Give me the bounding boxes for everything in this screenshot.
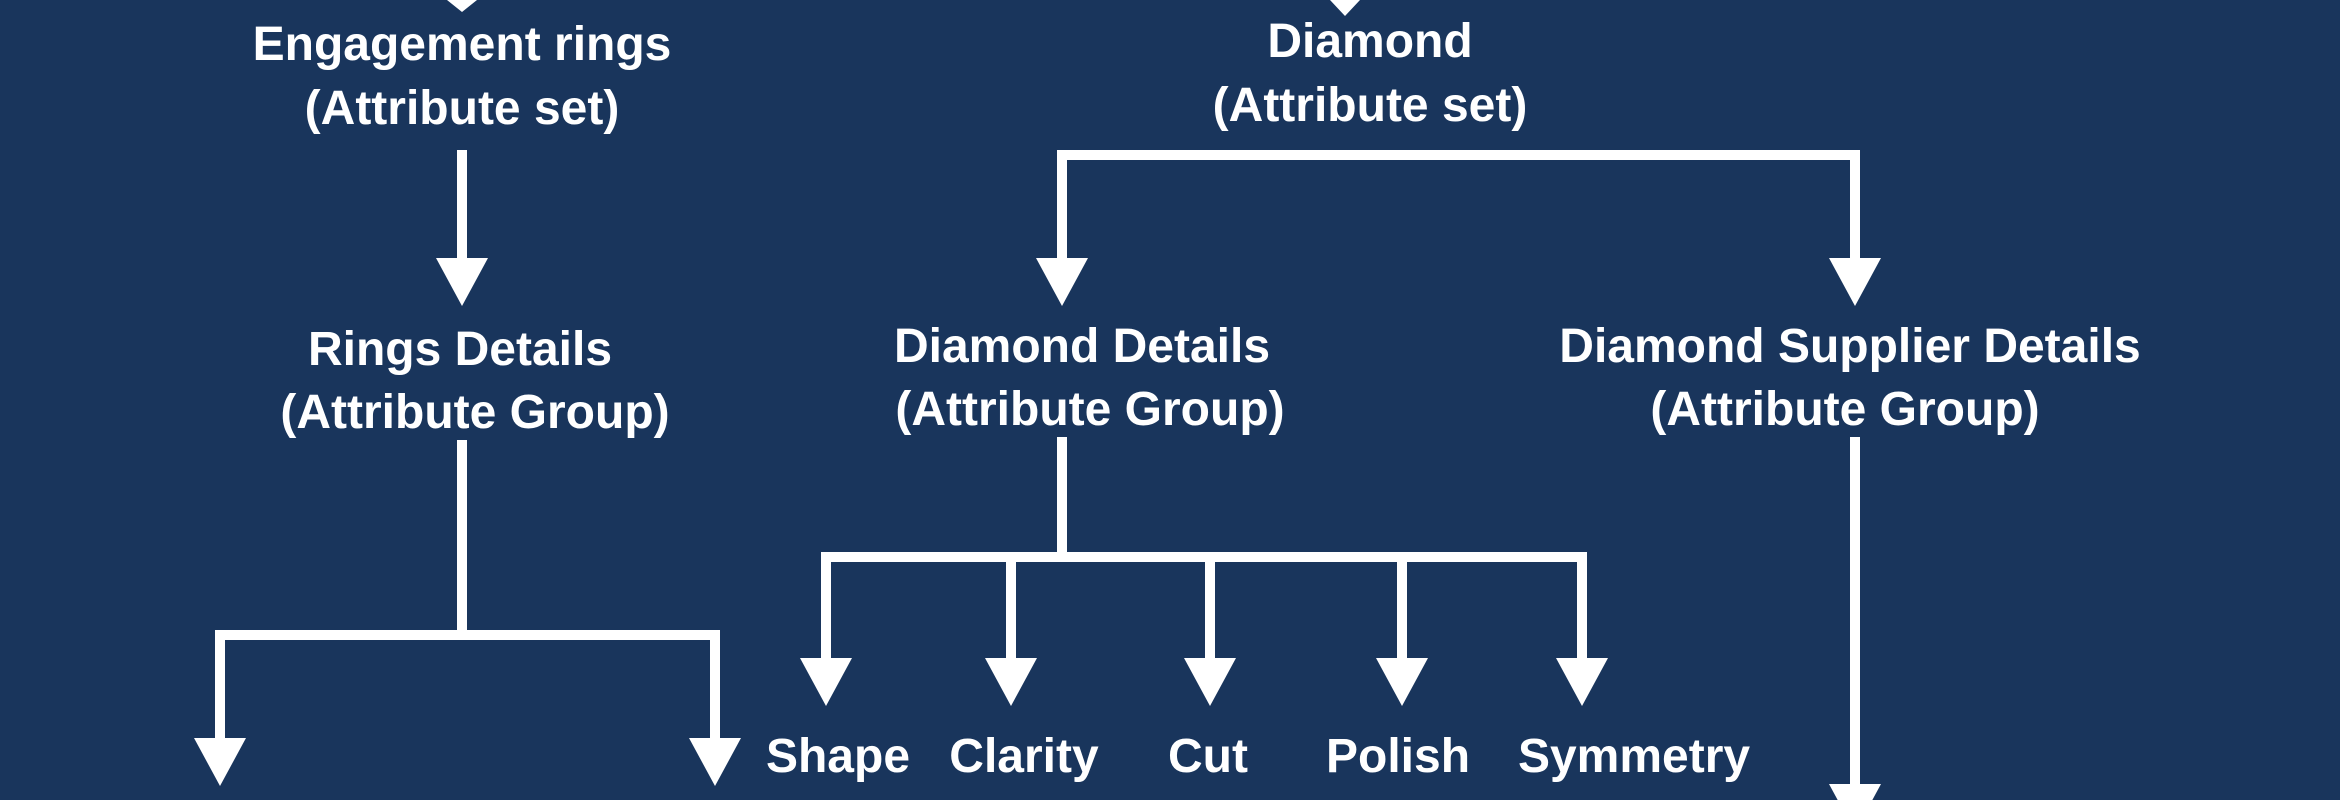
arrowhead-clarity xyxy=(985,658,1037,706)
arrowhead-polish xyxy=(1376,658,1428,706)
node-diamond-subtitle: (Attribute set) xyxy=(1213,79,1528,132)
node-engagement-rings: Engagement rings (Attribute set) xyxy=(253,18,672,135)
node-diamond-details-subtitle: (Attribute Group) xyxy=(895,383,1284,436)
node-engagement-rings-subtitle: (Attribute set) xyxy=(305,82,620,135)
node-diamond-supplier-details: Diamond Supplier Details (Attribute Grou… xyxy=(1559,320,2140,436)
arrowhead-diamond-supplier-details xyxy=(1829,258,1881,306)
node-diamond-supplier-details-subtitle: (Attribute Group) xyxy=(1650,383,2039,436)
arrowhead-engagement-rings xyxy=(447,0,477,12)
node-diamond-details: Diamond Details (Attribute Group) xyxy=(894,320,1285,436)
node-rings-details-title: Rings Details xyxy=(308,323,612,376)
arrowhead-diamond xyxy=(1330,0,1360,16)
attribute-symmetry: Symmetry xyxy=(1518,730,1750,783)
arrowhead-rings-child-left xyxy=(194,738,246,786)
attribute-shape: Shape xyxy=(766,730,910,783)
arrowhead-rings-details xyxy=(436,258,488,306)
connector-diamond-details-bus xyxy=(821,552,1587,667)
node-diamond: Diamond (Attribute set) xyxy=(1213,15,1528,132)
node-rings-details: Rings Details (Attribute Group) xyxy=(280,323,669,439)
node-diamond-supplier-details-title: Diamond Supplier Details xyxy=(1559,320,2140,373)
connectors xyxy=(194,0,1881,800)
attribute-leaves: Shape Clarity Cut Polish Symmetry xyxy=(766,730,1750,783)
arrowhead-supplier-child xyxy=(1829,784,1881,800)
arrowhead-shape xyxy=(800,658,852,706)
attribute-polish: Polish xyxy=(1326,730,1470,783)
arrowhead-cut xyxy=(1184,658,1236,706)
attribute-clarity: Clarity xyxy=(949,730,1099,783)
arrowhead-diamond-details xyxy=(1036,258,1088,306)
node-rings-details-subtitle: (Attribute Group) xyxy=(280,386,669,439)
attribute-cut: Cut xyxy=(1168,730,1248,783)
node-diamond-details-title: Diamond Details xyxy=(894,320,1270,373)
node-engagement-rings-title: Engagement rings xyxy=(253,18,672,71)
arrowhead-symmetry xyxy=(1556,658,1608,706)
connector-diamond-branch xyxy=(1057,150,1860,267)
arrowhead-rings-child-right xyxy=(689,738,741,786)
node-diamond-title: Diamond xyxy=(1267,15,1472,68)
connector-rings-details-branch xyxy=(215,630,720,747)
